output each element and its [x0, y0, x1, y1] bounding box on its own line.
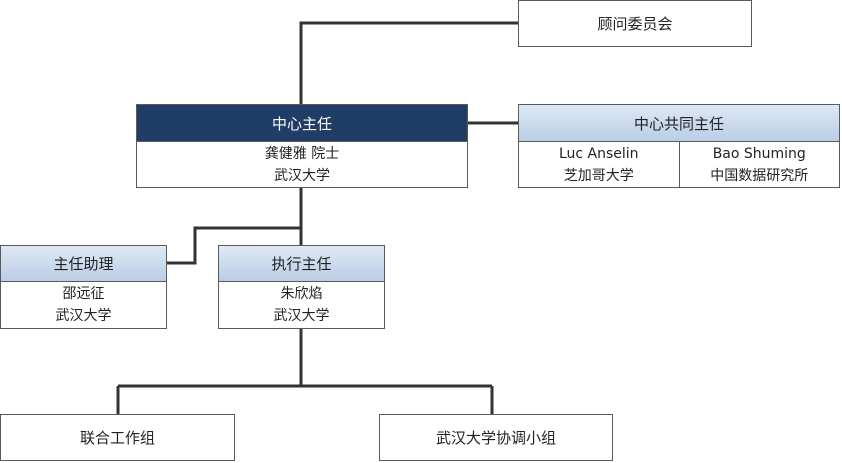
director-header: 中心主任 — [137, 105, 467, 142]
co-director-member-name: Luc Anselin — [558, 145, 639, 162]
assistant-affiliation: 武汉大学 — [55, 308, 112, 324]
executive-name: 朱欣焰 — [280, 286, 323, 302]
director-body: 龚健雅 院士 武汉大学 — [137, 142, 467, 187]
joint-working-group-title: 联合工作组 — [79, 429, 155, 447]
executive-role: 执行主任 — [271, 255, 332, 273]
co-director-member: Bao Shuming 中国数据研究所 — [678, 142, 840, 187]
director-box: 中心主任 龚健雅 院士 武汉大学 — [136, 104, 468, 188]
director-role: 中心主任 — [271, 114, 332, 133]
advisory-committee-box: 顾问委员会 — [518, 0, 752, 47]
assistant-name: 邵远征 — [62, 286, 105, 302]
whu-coordination-group-title: 武汉大学协调小组 — [435, 429, 556, 447]
joint-working-group-box: 联合工作组 — [0, 414, 235, 461]
assistant-role: 主任助理 — [53, 255, 114, 273]
executive-body: 朱欣焰 武汉大学 — [219, 282, 384, 328]
co-director-member-affiliation: 芝加哥大学 — [563, 167, 634, 184]
director-affiliation: 武汉大学 — [274, 167, 330, 184]
advisory-committee-title: 顾问委员会 — [597, 15, 673, 33]
co-director-role: 中心共同主任 — [633, 114, 724, 133]
assistant-box: 主任助理 邵远征 武汉大学 — [0, 245, 167, 329]
director-name: 龚健雅 院士 — [264, 145, 340, 162]
co-director-box: 中心共同主任 Luc Anselin 芝加哥大学 Bao Shuming 中国数… — [518, 104, 840, 188]
co-director-member-affiliation: 中国数据研究所 — [710, 167, 809, 184]
executive-box: 执行主任 朱欣焰 武汉大学 — [218, 245, 385, 329]
executive-affiliation: 武汉大学 — [273, 308, 330, 324]
co-director-members: Luc Anselin 芝加哥大学 Bao Shuming 中国数据研究所 — [519, 142, 839, 187]
connector-director-advisory — [299, 21, 518, 104]
assistant-header: 主任助理 — [1, 246, 166, 282]
assistant-body: 邵远征 武汉大学 — [1, 282, 166, 328]
executive-header: 执行主任 — [219, 246, 384, 282]
co-director-header: 中心共同主任 — [519, 105, 839, 142]
whu-coordination-group-box: 武汉大学协调小组 — [379, 414, 613, 461]
co-director-member: Luc Anselin 芝加哥大学 — [519, 142, 679, 187]
co-director-member-name: Bao Shuming — [712, 145, 806, 162]
